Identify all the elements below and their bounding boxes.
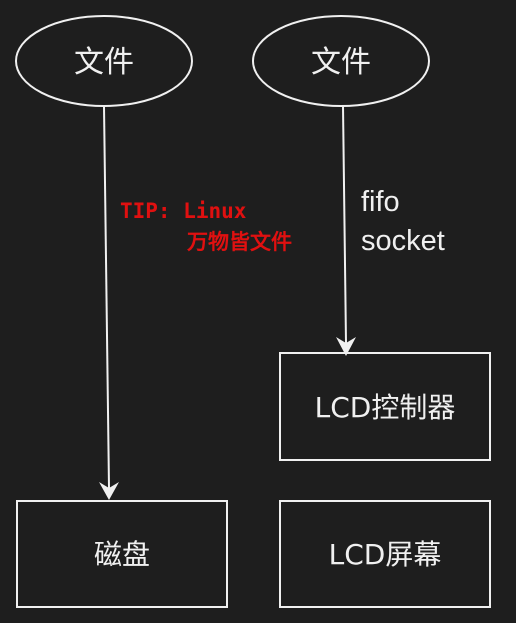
disk-box [16, 500, 228, 608]
tip-line-2: 万物皆文件 [186, 230, 292, 254]
disk-node[interactable]: 磁盘 [16, 500, 228, 608]
edge-label-fifo: fifo [361, 186, 400, 218]
lcd-screen-box [279, 500, 491, 608]
lcd-screen-node[interactable]: LCD屏幕 [279, 500, 491, 608]
lcd-screen-label: LCD屏幕 [329, 538, 442, 571]
lcd-controller-node[interactable]: LCD控制器 [279, 352, 491, 461]
file-node-right-label: 文件 [311, 45, 371, 80]
arrow-file-to-lcd-controller [342, 105, 347, 344]
edge-label-socket: socket [361, 225, 445, 257]
lcd-controller-box [279, 352, 491, 461]
disk-label: 磁盘 [94, 538, 150, 571]
file-node-left[interactable]: 文件 [15, 15, 193, 107]
arrowhead-lcd-controller [336, 337, 356, 356]
arrow-file-to-disk [103, 105, 110, 489]
file-node-left-label: 文件 [74, 45, 134, 80]
file-ellipse-right [252, 15, 430, 107]
tip-line-1: TIP: Linux [120, 199, 247, 223]
arrowhead-disk [99, 482, 119, 500]
file-node-right[interactable]: 文件 [252, 15, 430, 107]
lcd-controller-label: LCD控制器 [315, 391, 456, 424]
